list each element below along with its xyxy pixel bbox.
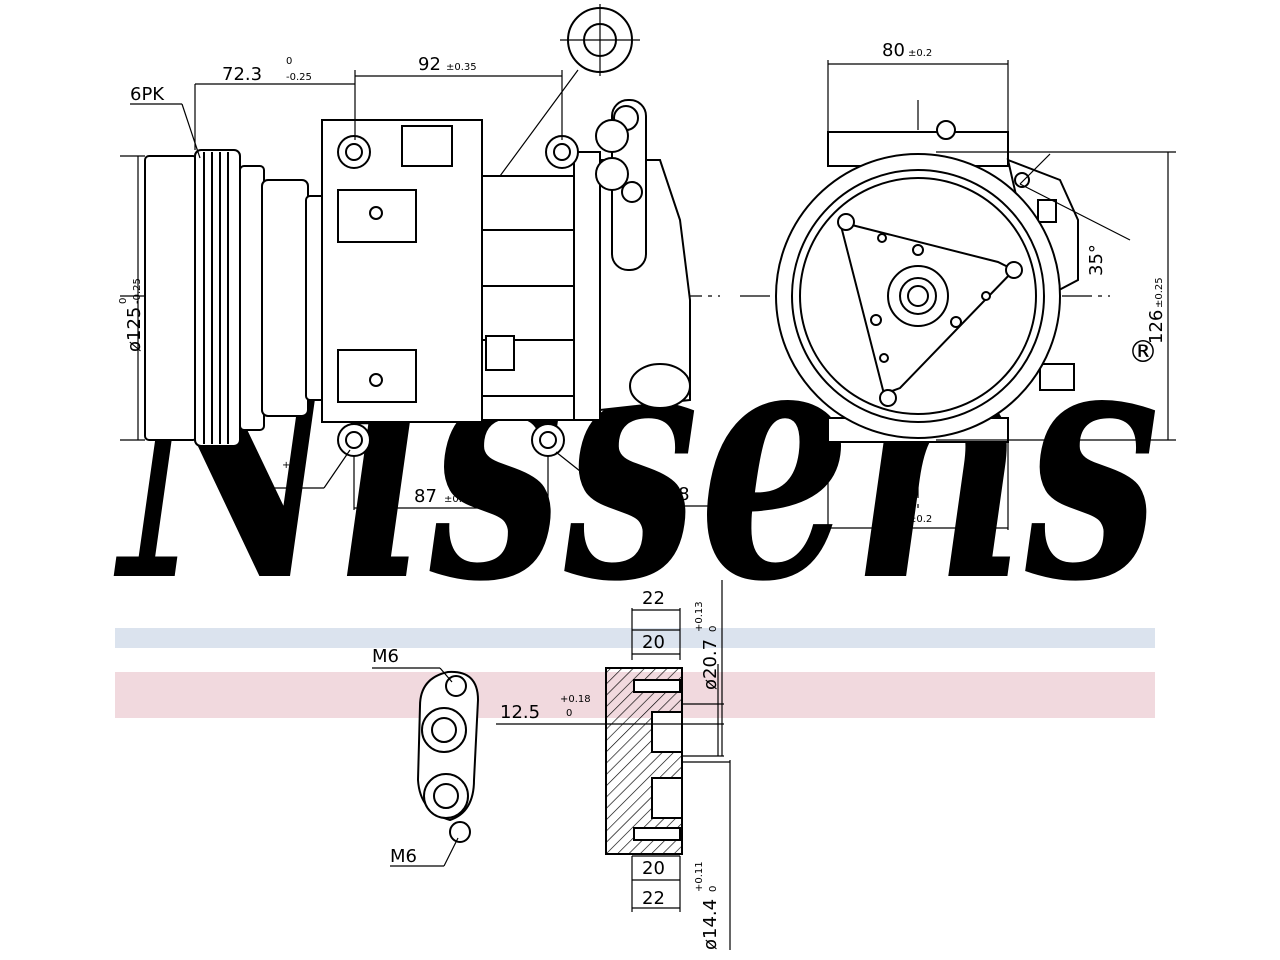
compressor-body (321, 99, 691, 423)
dim-92-tol: ±0.35 (446, 62, 477, 73)
dim-12-5: 12.5 +0.18 0 (500, 694, 591, 723)
dim-diameter-125-tol-lower: -0.25 (132, 278, 143, 304)
dim-72-3-tol-lower: -0.25 (286, 72, 312, 83)
dim-hole-8-tol-lower: 0 (290, 474, 296, 485)
compressor-front-view: 80 ±0.2 80 ±0.2 126 ±0.25 35° (740, 40, 1176, 530)
port-flange-section: 22 20 20 22 12.5 +0.18 0 ø20.7 +0.13 0 ø… (496, 580, 731, 950)
m6-label-top: M6 (372, 646, 399, 667)
dim-80-bottom: 80 ±0.2 (882, 506, 932, 527)
dim-12-5-tol-upper: +0.18 (560, 694, 591, 705)
dim-hole-9-8-tol-lower: 0 (730, 488, 736, 499)
dim-87: 87 ±0.35 (414, 486, 475, 507)
dim-80-top: 80 ±0.2 (882, 40, 932, 61)
dim-126-tol: ±0.25 (1154, 277, 1165, 308)
dim-80-top-value: 80 (882, 40, 905, 61)
registered-mark: ® (1128, 335, 1158, 370)
dim-22-bottom: 22 (642, 888, 665, 909)
dim-angle-value: 35° (1086, 244, 1107, 276)
section-callout (499, 4, 640, 177)
dim-diameter-20-7: ø20.7 +0.13 0 (694, 601, 721, 690)
port-flange-front: M6 M6 (372, 646, 480, 867)
dim-72-3-tol-upper: 0 (286, 56, 292, 67)
watermark-stripe-blue (115, 628, 1155, 648)
dim-hole-8: 2-ø8 +0.5 0 (224, 460, 306, 489)
dim-126-value: 126 (1146, 310, 1167, 344)
dim-72-3: 72.3 0 -0.25 (222, 56, 312, 85)
dim-angle: 35° (1086, 244, 1107, 276)
dim-diameter-20-7-value: ø20.7 (700, 639, 721, 690)
dim-20-top: 20 (642, 632, 665, 653)
m6-label-bottom: M6 (390, 846, 417, 867)
dim-92: 92 ±0.35 (418, 54, 477, 75)
dim-80-top-tol: ±0.2 (908, 48, 932, 59)
dim-diameter-125: ø125 0 -0.25 (118, 278, 145, 352)
dim-12-5-value: 12.5 (500, 702, 540, 723)
dim-hole-9-8-value: 2-ø9.8 (632, 484, 690, 505)
dim-87-tol: ±0.35 (444, 494, 475, 505)
dim-hole-8-value: 2-ø8 (224, 468, 264, 489)
dim-diameter-14-4-value: ø14.4 (700, 899, 721, 950)
dim-22-top: 22 (642, 588, 665, 609)
dim-20-bottom: 20 (642, 858, 665, 879)
dim-diameter-14-4-tol-upper: +0.11 (694, 861, 705, 892)
dim-hole-8-tol-upper: +0.5 (282, 460, 306, 471)
dim-72-3-value: 72.3 (222, 64, 262, 85)
pulley (144, 149, 335, 447)
belt-label: 6PK (130, 84, 165, 105)
dim-diameter-14-4-tol-lower: 0 (708, 886, 719, 892)
compressor-side-elevation: 6PK 72.3 0 -0.25 92 ±0.35 ø125 0 -0.25 2… (118, 4, 752, 510)
dim-80-bottom-tol: ±0.2 (908, 514, 932, 525)
dim-92-value: 92 (418, 54, 441, 75)
dim-hole-9-8-tol-upper: +0.5 (724, 474, 748, 485)
dimension-lines-top (120, 70, 752, 510)
dim-diameter-14-4: ø14.4 +0.11 0 (694, 861, 721, 950)
dim-80-bottom-value: 80 (882, 506, 905, 527)
dim-126: 126 ±0.25 (1146, 277, 1167, 344)
dim-diameter-20-7-tol-lower: 0 (708, 626, 719, 632)
dim-diameter-125-value: ø125 (124, 307, 145, 352)
dim-12-5-tol-lower: 0 (566, 708, 572, 719)
mounting-holes (337, 135, 579, 457)
dim-diameter-20-7-tol-upper: +0.13 (694, 601, 705, 632)
dim-diameter-125-tol-upper: 0 (118, 298, 129, 304)
dim-hole-9-8: 2-ø9.8 +0.5 0 (632, 474, 748, 505)
dim-87-value: 87 (414, 486, 437, 507)
